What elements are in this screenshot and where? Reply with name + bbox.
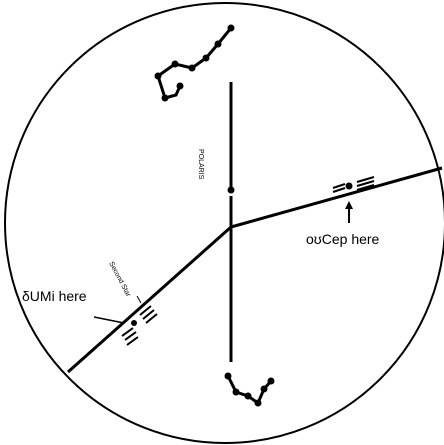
omicron-cep-label: οʊCep here [306, 231, 380, 247]
cep-guide-line [231, 168, 442, 227]
arrow-up-icon [345, 201, 353, 223]
polaris-label: POLARIS [197, 149, 204, 180]
field-of-view-circle [5, 3, 444, 443]
second-star-label: Second Star [107, 261, 132, 299]
second-star-leader [137, 296, 141, 303]
delta-umi-label: δUMi here [22, 288, 87, 304]
lower-constellation [225, 373, 275, 407]
omicron-cep-star [346, 183, 353, 190]
delta-umi-leader [94, 317, 124, 323]
delta-umi-star [131, 320, 137, 326]
polaris-star [228, 187, 235, 194]
upper-constellation [155, 25, 235, 102]
umi-guide-line [68, 227, 231, 372]
